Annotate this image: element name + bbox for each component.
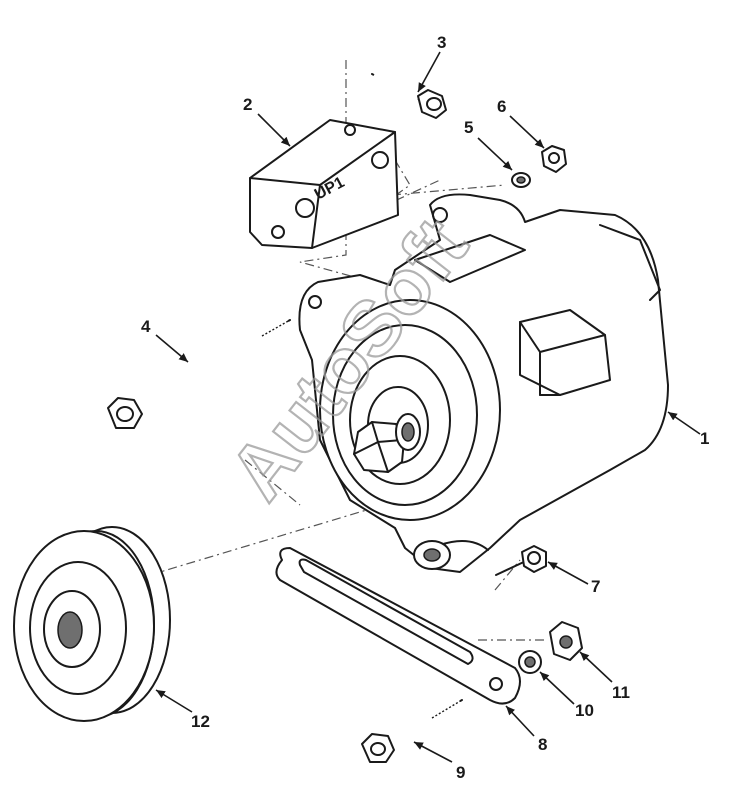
alternator-part-1 [298,193,669,573]
leader-3 [417,51,441,93]
leader-lines [155,51,701,763]
callout-3: 3 [437,33,446,52]
bracket-part-2: UP1 [249,119,399,249]
washer-part-5 [511,172,531,188]
pulley-part-12 [13,526,171,722]
leader-9 [413,741,453,763]
callout-numbers: 1 2 3 4 5 6 7 8 9 10 11 12 [141,33,709,782]
washer-part-10 [518,650,542,674]
nut-part-6 [541,145,567,173]
callout-8: 8 [538,735,547,754]
callout-10: 10 [575,701,594,720]
leader-10 [539,671,575,705]
callout-1: 1 [700,429,709,448]
leader-7 [547,561,589,585]
bolt-part-7 [495,545,547,576]
leader-12 [155,689,193,713]
leader-6 [509,115,545,149]
callout-12: 12 [191,712,210,731]
leader-4 [155,334,189,363]
leader-2 [257,113,291,147]
bolt-part-9 [361,698,463,763]
callout-2: 2 [243,95,252,114]
callout-5: 5 [464,118,473,137]
leader-11 [579,651,613,683]
callout-11: 11 [612,683,630,702]
adjusting-link-part-8 [275,547,521,705]
bolt-part-3 [371,72,447,119]
callout-9: 9 [456,763,465,782]
leader-1 [667,411,701,435]
callout-4: 4 [141,317,151,336]
nut-part-11 [549,621,583,661]
long-bolt-part-4 [107,318,291,429]
leader-5 [477,137,513,171]
callout-7: 7 [591,577,600,596]
leader-8 [505,705,535,737]
callout-6: 6 [497,97,506,116]
